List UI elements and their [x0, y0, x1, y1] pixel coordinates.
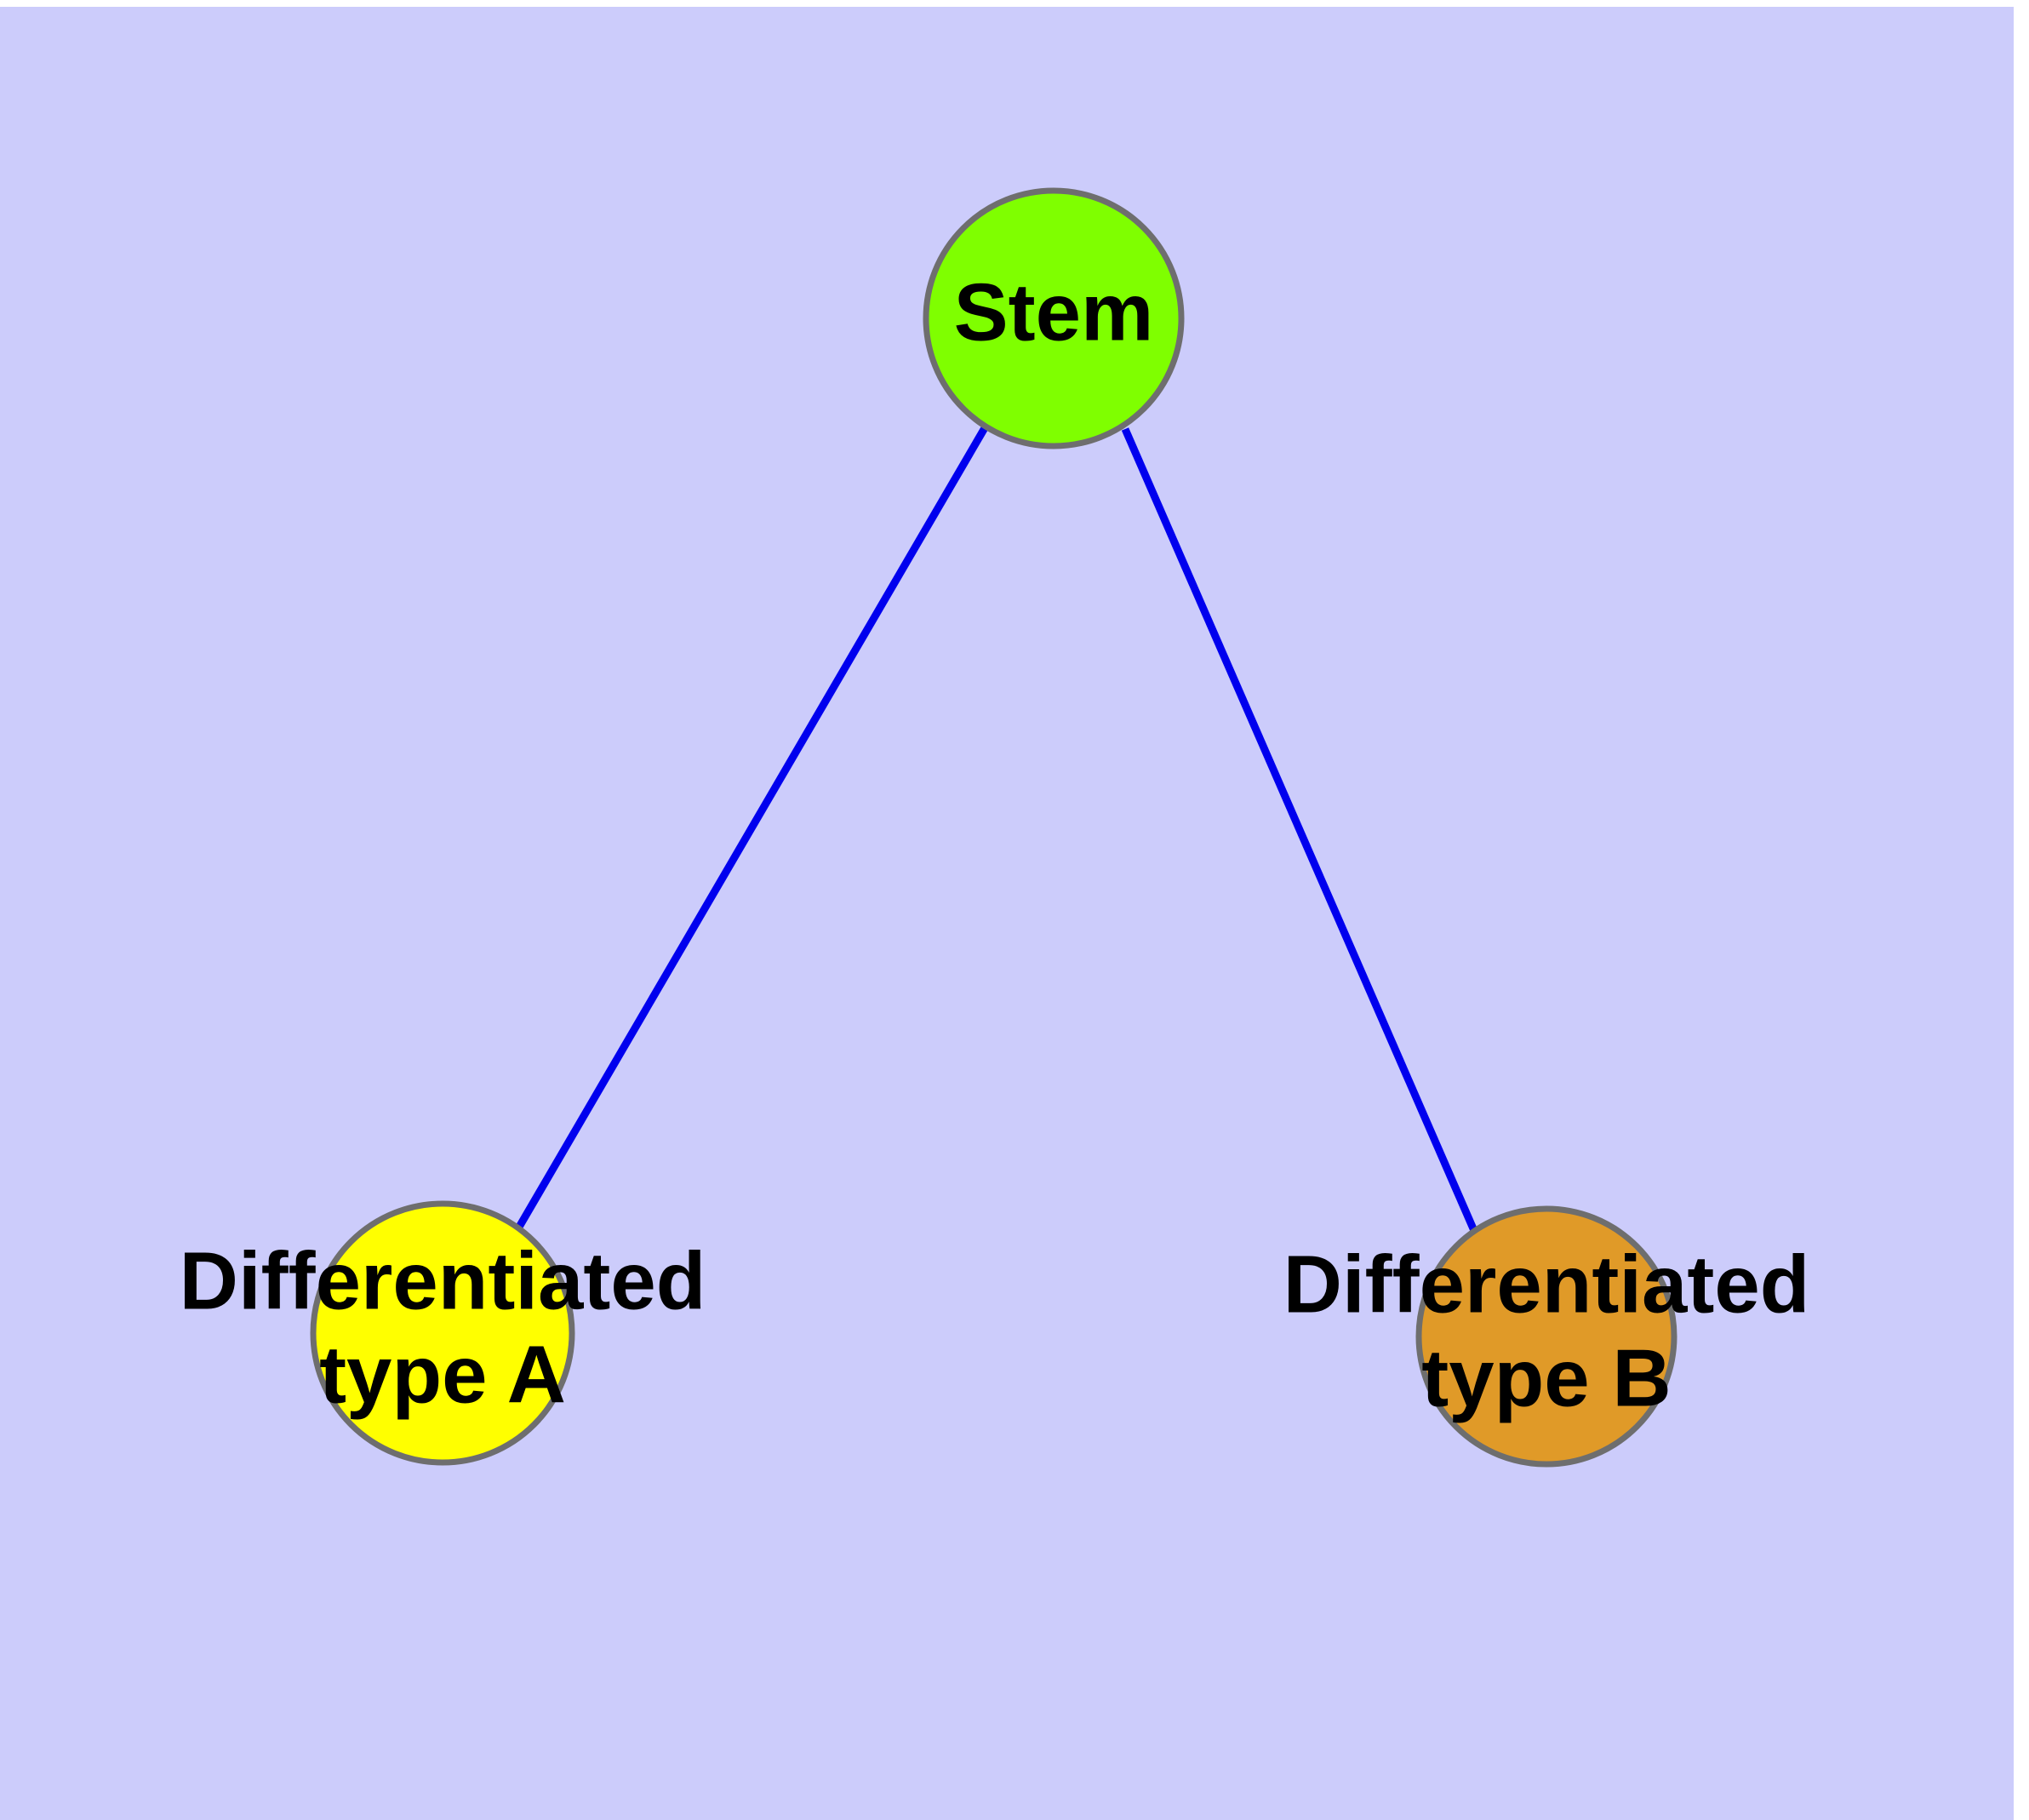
node-label-differentiated-type-a-line1: Differentiated	[180, 1235, 706, 1326]
edge-stem-to-differentiated-type-a[interactable]	[515, 424, 989, 1231]
node-label-differentiated-type-b-line1: Differentiated	[1283, 1239, 1810, 1330]
edge-stem-to-differentiated-type-b[interactable]	[1121, 427, 1479, 1234]
node-layer	[310, 187, 1677, 1468]
node-label-stem: Stem	[954, 266, 1154, 358]
edge-layer	[515, 424, 1479, 1234]
node-differentiated-type-b[interactable]	[1415, 1205, 1677, 1468]
node-label-differentiated-type-b-line2: type B	[1421, 1332, 1671, 1423]
node-stem[interactable]	[923, 187, 1185, 449]
node-differentiated-type-a[interactable]	[310, 1200, 575, 1466]
node-label-differentiated-type-a-line2: type A	[319, 1329, 566, 1420]
label-layer: Stem Differentiated type A Differentiate…	[180, 266, 1810, 1423]
